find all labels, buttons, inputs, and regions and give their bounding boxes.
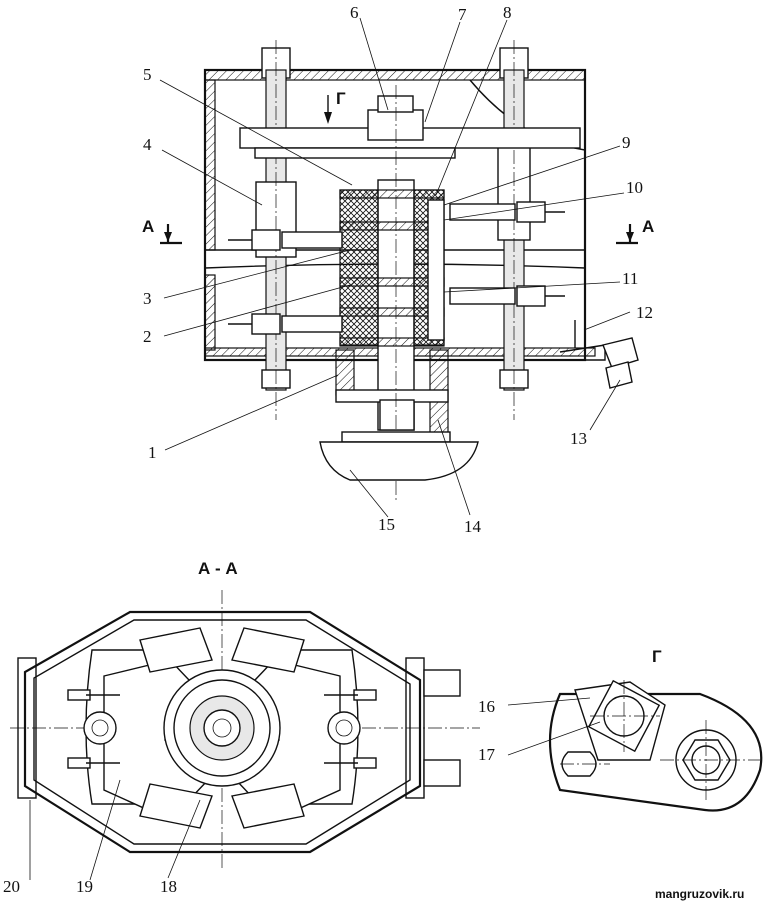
callout-17: 17 [478,745,496,764]
view-arrow: Г [324,89,346,124]
callout-12: 12 [636,303,653,322]
callout-8: 8 [503,3,512,22]
callout-18: 18 [160,877,177,896]
front-callouts: 1 2 3 4 5 6 7 8 9 10 11 12 13 14 15 [143,3,653,536]
cable-gland [559,337,639,389]
callout-1: 1 [148,443,157,462]
central-shaft [335,85,449,500]
callout-13: 13 [570,429,587,448]
callout-3: 3 [143,289,152,308]
central-drum [163,669,281,787]
callout-20: 20 [3,877,20,896]
front-view: Г А А [142,3,654,536]
right-terminals [427,199,565,341]
callout-4: 4 [143,135,152,154]
view-arrow-label: Г [336,89,346,108]
left-terminals [228,229,343,335]
callout-7: 7 [458,5,467,24]
view-g-title: Г [652,647,662,666]
top-lever-plate [239,95,581,159]
front-leaders [159,17,631,518]
handle-knob [319,431,479,481]
cut-mark-right: А [616,217,654,245]
cut-mark-left-label: А [142,217,154,236]
callout-5: 5 [143,65,152,84]
callout-14: 14 [464,517,482,536]
callout-9: 9 [622,133,631,152]
watermark: mangruzovik.ru [655,887,744,901]
callout-2: 2 [143,327,152,346]
callout-19: 19 [76,877,93,896]
cut-mark-right-label: А [642,217,654,236]
right-stud [497,40,531,420]
callout-6: 6 [350,3,359,22]
cut-mark-left: А [142,217,182,245]
callout-11: 11 [622,269,638,288]
callout-10: 10 [626,178,643,197]
view-g: Г 16 17 [478,647,763,812]
section-title: А - А [198,559,238,578]
callout-15: 15 [378,515,395,534]
callout-16: 16 [478,697,495,716]
section-a-a-view: А - А [3,559,480,896]
